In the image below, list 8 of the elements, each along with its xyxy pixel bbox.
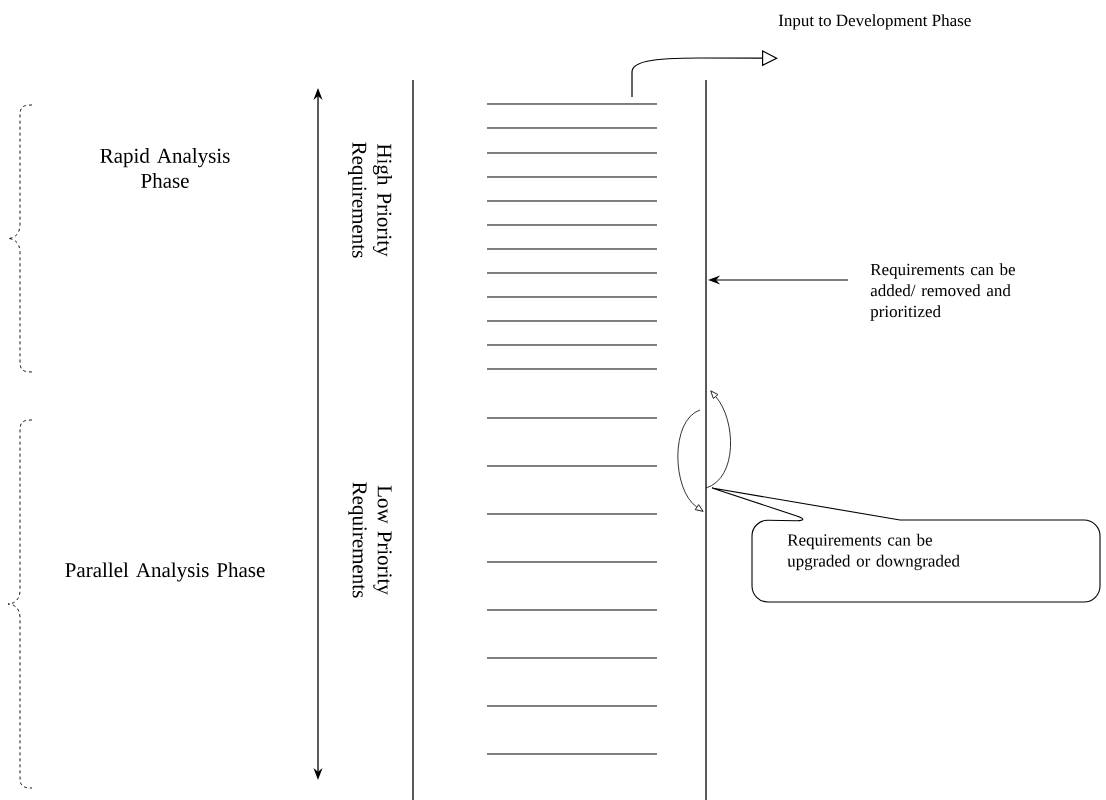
priority-label: High Priority Requirements	[348, 142, 393, 258]
annotation-text: Input to Development Phase	[778, 14, 971, 30]
priority-label: Low Priority Requirements	[348, 482, 392, 598]
phase-label: Parallel Analysis Phase	[65, 562, 265, 582]
arrow	[631, 50, 778, 98]
phase-label: Rapid Analysis Phase	[100, 148, 230, 188]
speech-bubble: Requirements can be upgraded or downgraded	[711, 487, 1101, 603]
annotation-text: Requirements can be added/ removed and prioritized	[870, 263, 1015, 321]
